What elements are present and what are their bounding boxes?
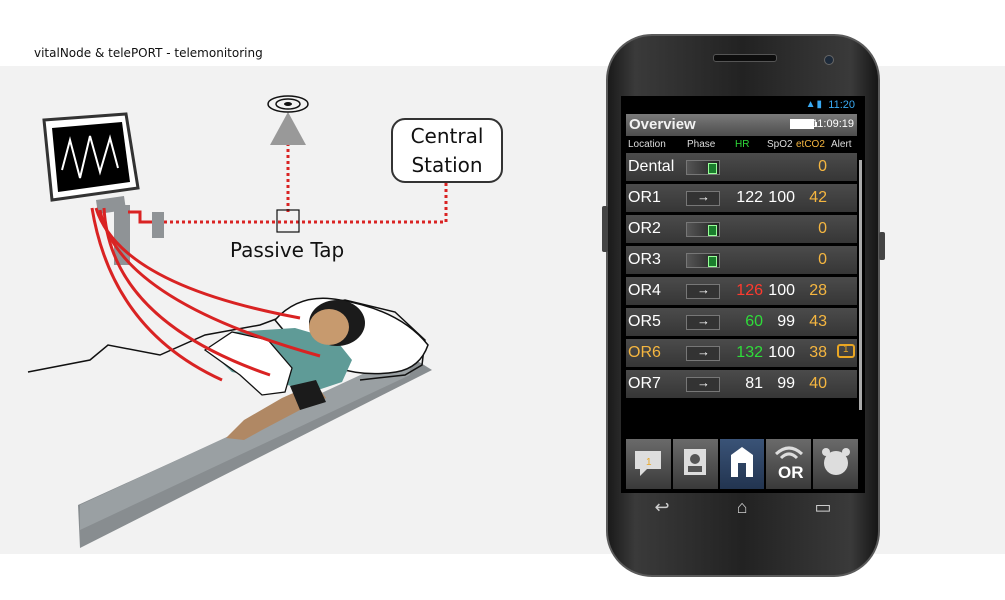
central-station-box: Central Station	[391, 118, 503, 183]
etco2-value: 40	[809, 375, 827, 392]
network-port	[152, 212, 164, 238]
col-location: Location	[628, 139, 666, 150]
app-title-bar: Overview 11:09:19	[626, 114, 857, 136]
location-label: OR4	[628, 282, 661, 299]
list-row-dental[interactable]: Dental 0	[626, 153, 857, 181]
contacts-icon	[680, 445, 710, 484]
app-clock: 11:09:19	[811, 118, 854, 130]
col-alert: Alert	[831, 139, 852, 150]
phase-idle-icon	[686, 253, 720, 268]
waveform	[61, 134, 119, 179]
etco2-value: 38	[809, 344, 827, 361]
location-list: Dental0OR112210042OR20OR30OR412610028OR5…	[621, 153, 865, 398]
etco2-value: 0	[818, 251, 827, 268]
location-label: OR3	[628, 251, 661, 268]
location-label: OR6	[628, 344, 661, 361]
home-icon	[727, 445, 757, 484]
list-row-or3[interactable]: OR3 0	[626, 246, 857, 274]
location-label: OR5	[628, 313, 661, 330]
bed-surface	[80, 352, 410, 530]
etco2-value: 0	[818, 220, 827, 237]
battery-icon	[790, 119, 817, 129]
spo2-value: 100	[768, 344, 795, 361]
back-icon[interactable]: ↩	[654, 496, 670, 517]
list-row-or4[interactable]: OR4 126 100 28	[626, 277, 857, 305]
column-headers: Location Phase HR SpO2 etCO2 Alert	[626, 136, 857, 153]
passive-tap-label: Passive Tap	[230, 238, 345, 262]
spo2-value: 100	[768, 282, 795, 299]
antenna-wave-outer	[267, 95, 309, 113]
tab-chat-bubble[interactable]: 1	[626, 439, 671, 489]
phase-idle-icon	[686, 160, 720, 175]
spo2-value: 100	[768, 189, 795, 206]
location-label: OR2	[628, 220, 661, 237]
etco2-value: 42	[809, 189, 827, 206]
hr-value: 60	[745, 313, 763, 330]
status-time: 11:20	[828, 99, 855, 111]
blanket-fold	[203, 331, 293, 396]
etco2-value: 0	[818, 158, 827, 175]
antenna-dot	[284, 102, 292, 106]
tab-or-wireless[interactable]: OR	[766, 439, 812, 489]
patient-cables	[90, 207, 321, 382]
alarm-clock-icon	[819, 445, 853, 484]
col-hr: HR	[735, 139, 750, 150]
status-bar: ▲▮ 11:20	[621, 96, 865, 114]
home-nav-icon[interactable]: ⌂	[736, 496, 748, 517]
phase-arrow-icon	[686, 375, 720, 392]
android-nav-bar: ↩ ⌂ ▭	[621, 493, 865, 521]
phase-idle-icon	[686, 222, 720, 237]
tab-or-label: OR	[778, 463, 804, 482]
patient-face	[309, 309, 349, 345]
hr-value: 81	[745, 375, 763, 392]
etco2-value: 28	[809, 282, 827, 299]
phase-arrow-icon	[686, 313, 720, 330]
col-spo2: SpO2	[767, 139, 793, 150]
tab-alarm-clock[interactable]	[813, 439, 858, 489]
passive-tap-box	[276, 209, 300, 233]
hr-value: 122	[736, 189, 763, 206]
recent-apps-icon[interactable]: ▭	[814, 496, 832, 517]
list-row-or2[interactable]: OR2 0	[626, 215, 857, 243]
location-label: OR7	[628, 375, 661, 392]
tab-contacts[interactable]	[672, 439, 718, 489]
patient-sleeve	[290, 380, 326, 410]
list-row-or7[interactable]: OR7 81 99 40	[626, 370, 857, 398]
volume-button	[602, 206, 608, 252]
list-row-or5[interactable]: OR5 60 99 43	[626, 308, 857, 336]
antenna-icon	[270, 112, 306, 145]
tab-home[interactable]	[719, 439, 765, 489]
col-etco2: etCO2	[796, 139, 825, 150]
location-label: OR1	[628, 189, 661, 206]
location-label: Dental	[628, 158, 675, 175]
or-wireless-icon: OR	[772, 442, 806, 487]
list-row-or6[interactable]: OR6 132 100 38	[626, 339, 857, 367]
phase-arrow-icon	[686, 189, 720, 206]
monitor-screen	[52, 122, 130, 192]
app-title: Overview	[629, 116, 696, 133]
spo2-value: 99	[777, 375, 795, 392]
etco2-value: 43	[809, 313, 827, 330]
earpiece-speaker	[713, 54, 777, 62]
power-button	[879, 232, 885, 260]
col-phase: Phase	[687, 139, 716, 150]
svg-text:1: 1	[646, 457, 652, 468]
scrollbar[interactable]	[859, 160, 862, 410]
front-camera	[824, 55, 834, 65]
signal-battery-icon: ▲▮	[805, 99, 823, 110]
spo2-value: 99	[777, 313, 795, 330]
antenna-wave-inner	[275, 98, 301, 110]
figure-caption: vitalNode & telePORT - telemonitoring	[34, 46, 263, 60]
phone-screen: ▲▮ 11:20 Overview 11:09:19 Location Phas…	[621, 96, 865, 493]
hr-value: 132	[736, 344, 763, 361]
phase-arrow-icon	[686, 344, 720, 361]
hr-value: 126	[736, 282, 763, 299]
alert-message-icon[interactable]	[837, 344, 855, 358]
phase-arrow-icon	[686, 282, 720, 299]
monitor-cable	[128, 210, 152, 224]
list-row-or1[interactable]: OR1 122 100 42	[626, 184, 857, 212]
chat-bubble-icon: 1	[631, 445, 665, 484]
